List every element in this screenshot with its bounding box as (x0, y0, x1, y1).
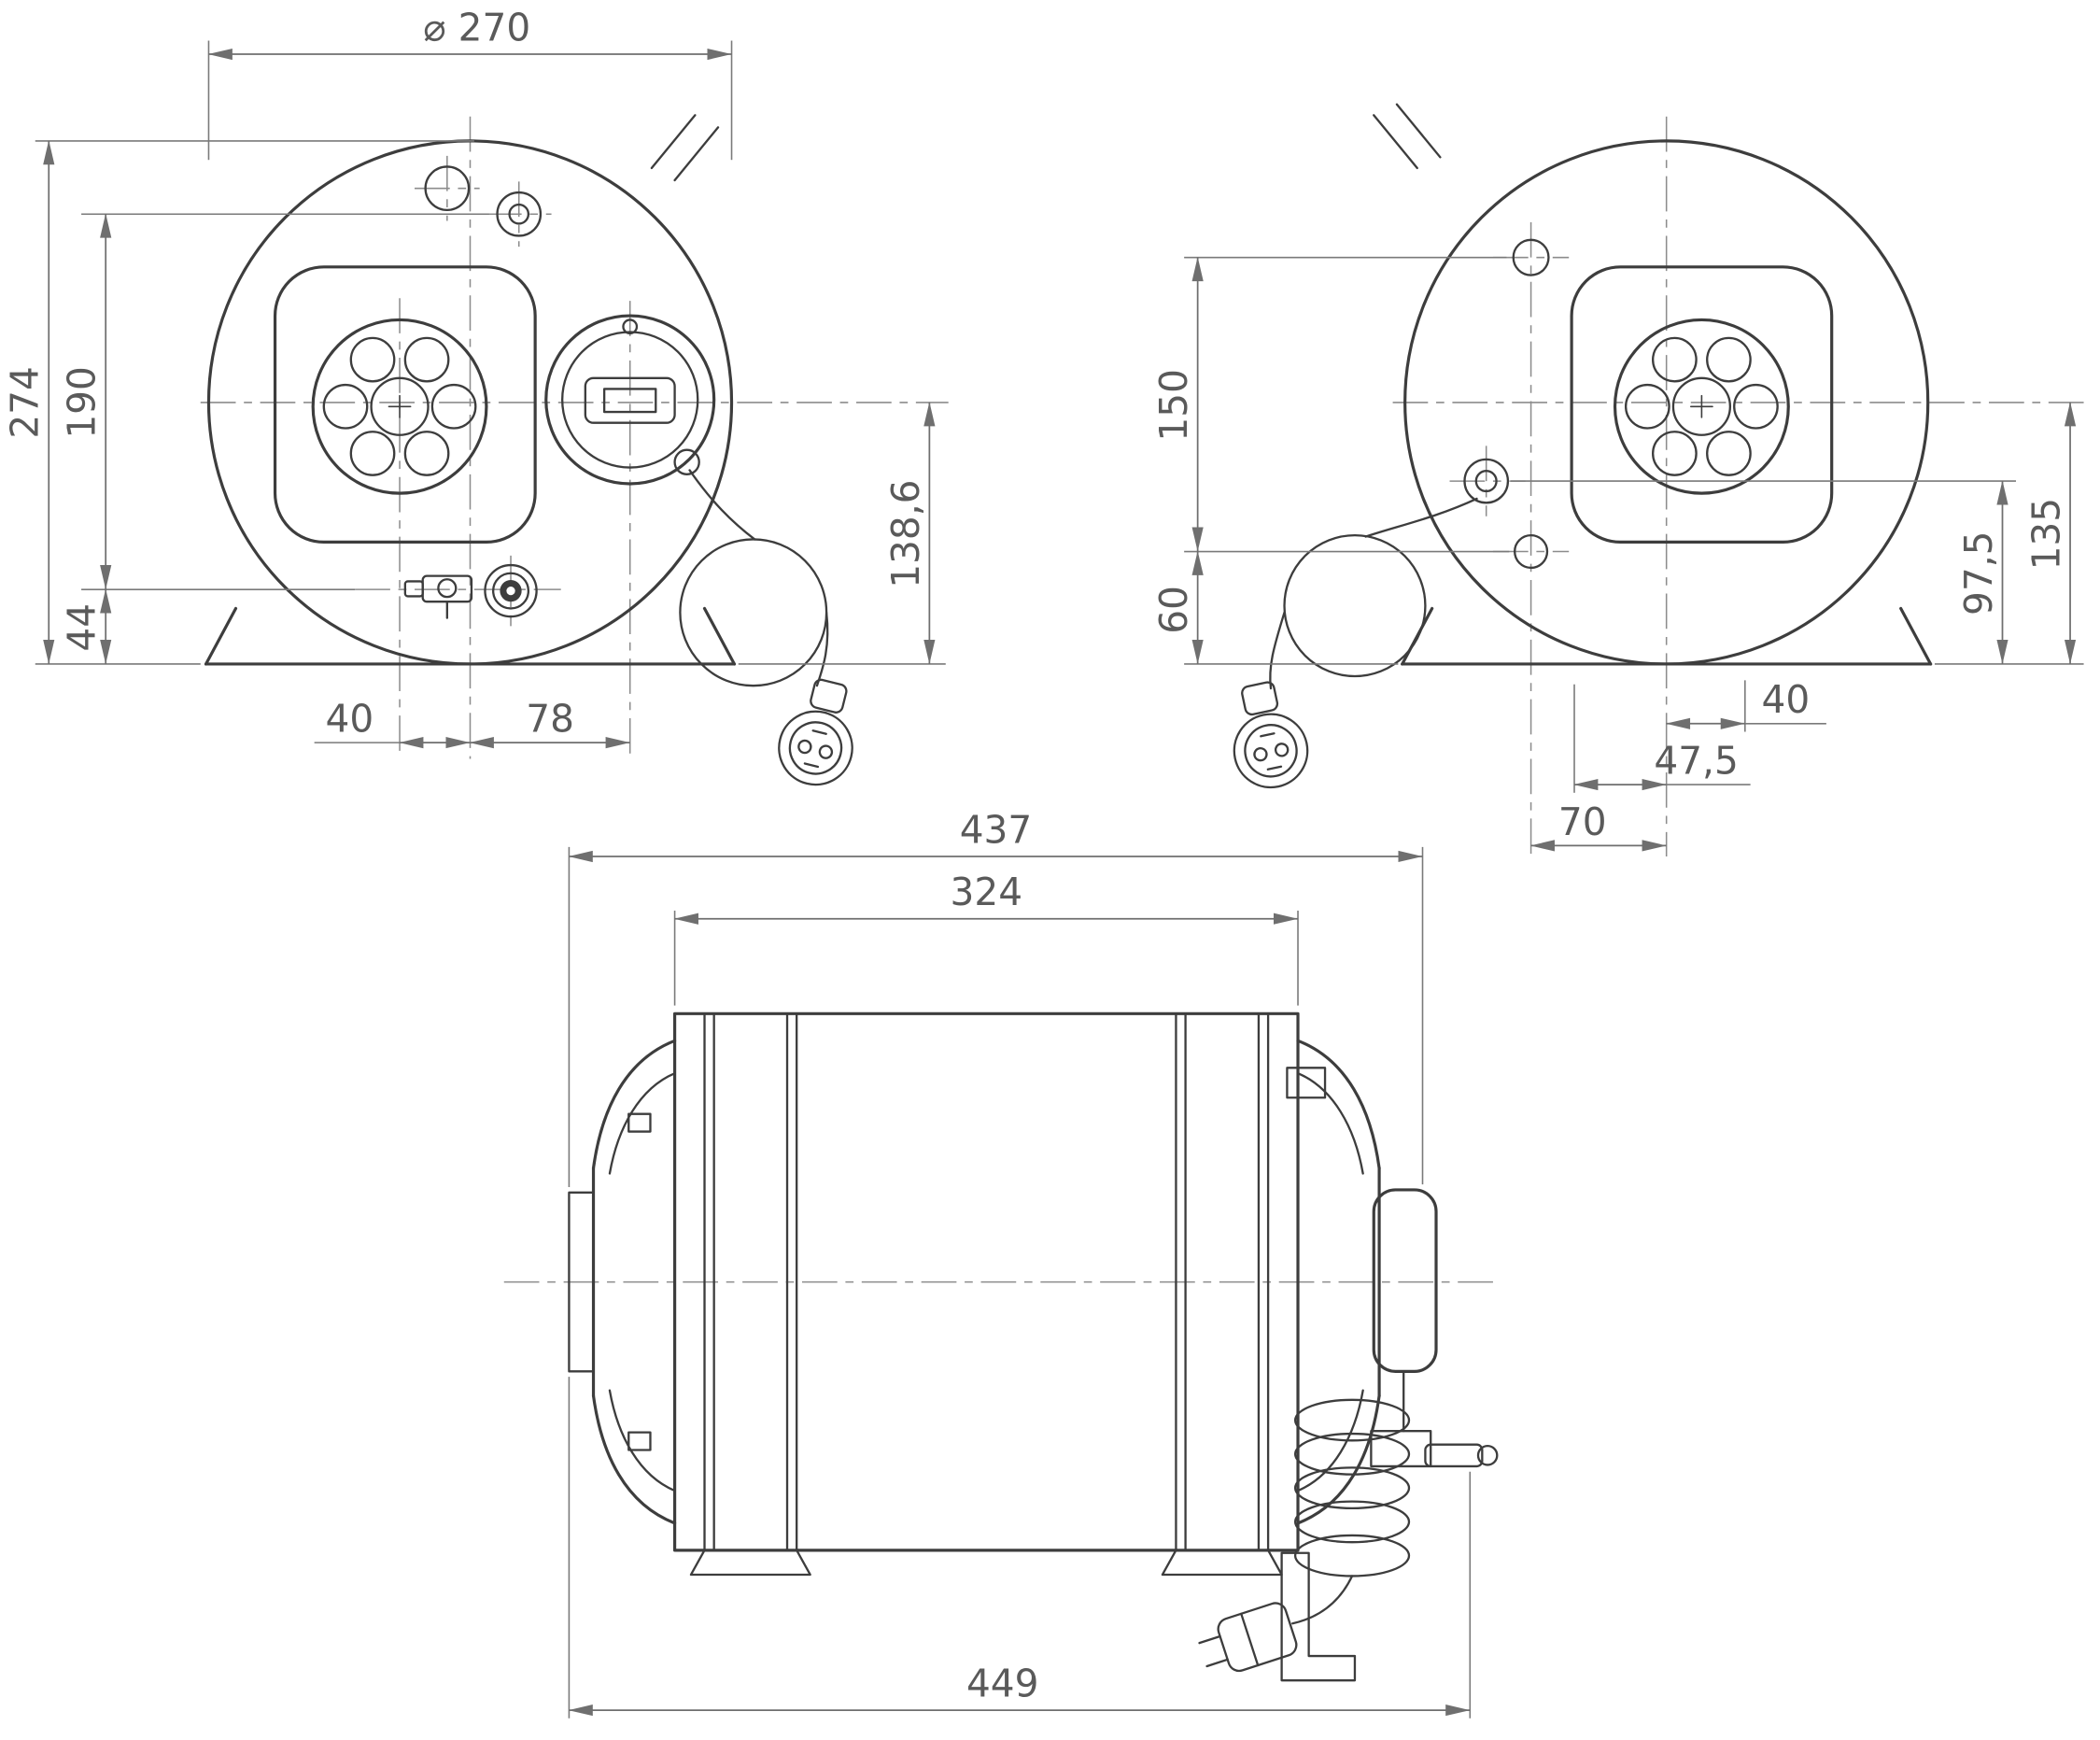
dim-label-port-span: 150 (1151, 369, 1196, 442)
dim-label-total-length: 449 (966, 1662, 1039, 1706)
rear-view (1219, 103, 2084, 856)
tank-shell-side (672, 1011, 1300, 1552)
outlet-fitting-front (484, 563, 538, 618)
power-plug-side (1198, 1602, 1298, 1673)
electrical-cover (544, 314, 716, 486)
rear-break-marks (1373, 103, 1442, 170)
dim-label-overall-height: 274 (3, 366, 48, 439)
top-fitting (1286, 1067, 1327, 1099)
front-break-marks (650, 114, 720, 182)
front-power-cable (679, 469, 829, 687)
dim-label-offset-right: 40 (1762, 677, 1811, 722)
cover-screw (622, 318, 639, 335)
lower-port (1514, 533, 1549, 570)
dim-label-offset-port: 70 (1558, 799, 1607, 844)
rear-knob (1613, 318, 1790, 495)
inlet-boss (568, 1191, 595, 1373)
side-safety-valve (1370, 1370, 1499, 1468)
front-extension-lines (35, 40, 946, 743)
power-plug-front (769, 672, 869, 794)
side-dimensions: 437 324 449 (568, 807, 1472, 1719)
dim-label-fitting-span: 190 (60, 366, 105, 439)
cable-loop (1283, 533, 1427, 678)
cable-gland (673, 448, 700, 475)
side-extension-lines (568, 846, 1472, 1719)
dim-label-cover-offset: 78 (526, 697, 574, 742)
dim-label-diameter: ⌀ 270 (423, 6, 530, 50)
safety-valve-front (403, 574, 473, 619)
rear-power-cable (1269, 497, 1478, 690)
vent-port (496, 191, 543, 237)
front-top-ports (424, 165, 543, 237)
side-view (503, 1011, 1499, 1682)
upper-port (1512, 238, 1550, 276)
element-flange-plate (273, 265, 537, 544)
dim-label-knob-offset: 40 (326, 697, 374, 742)
dim-label-shell-length: 324 (951, 870, 1023, 914)
rear-flange-plate (1570, 265, 1834, 544)
rear-mounting-base (1401, 606, 1933, 666)
dim-label-lower-port-height: 60 (1151, 586, 1196, 634)
power-plug-rear (1219, 675, 1316, 796)
left-mounting-strap (689, 1012, 811, 1577)
front-dimensions: ⌀ 270 274 190 44 40 78 138,6 (3, 6, 946, 749)
anode-port (424, 165, 471, 212)
dim-label-valve-height: 44 (60, 603, 105, 652)
front-view (200, 114, 949, 794)
dim-label-overall-length: 437 (960, 807, 1033, 852)
cable-coil (1293, 1398, 1411, 1577)
rear-ports (1463, 238, 1550, 570)
side-cable (1291, 1575, 1354, 1625)
side-electrical-cover (1372, 1188, 1438, 1373)
front-mounting-base (204, 606, 737, 666)
rear-extension-lines (1184, 256, 2084, 793)
rear-dimensions: 150 60 97,5 135 40 47,5 70 (1151, 256, 2084, 852)
dim-label-drain-height: 97,5 (1956, 531, 2001, 615)
dim-label-offset-mid: 47,5 (1654, 738, 1738, 783)
dim-label-cover-height: 138,6 (883, 480, 928, 588)
right-mounting-strap (1161, 1012, 1283, 1577)
left-end-dome (568, 1039, 677, 1525)
dim-label-axis-height: 135 (2023, 498, 2068, 571)
mounting-bracket (1280, 1551, 1357, 1682)
drain-port (1463, 458, 1510, 504)
